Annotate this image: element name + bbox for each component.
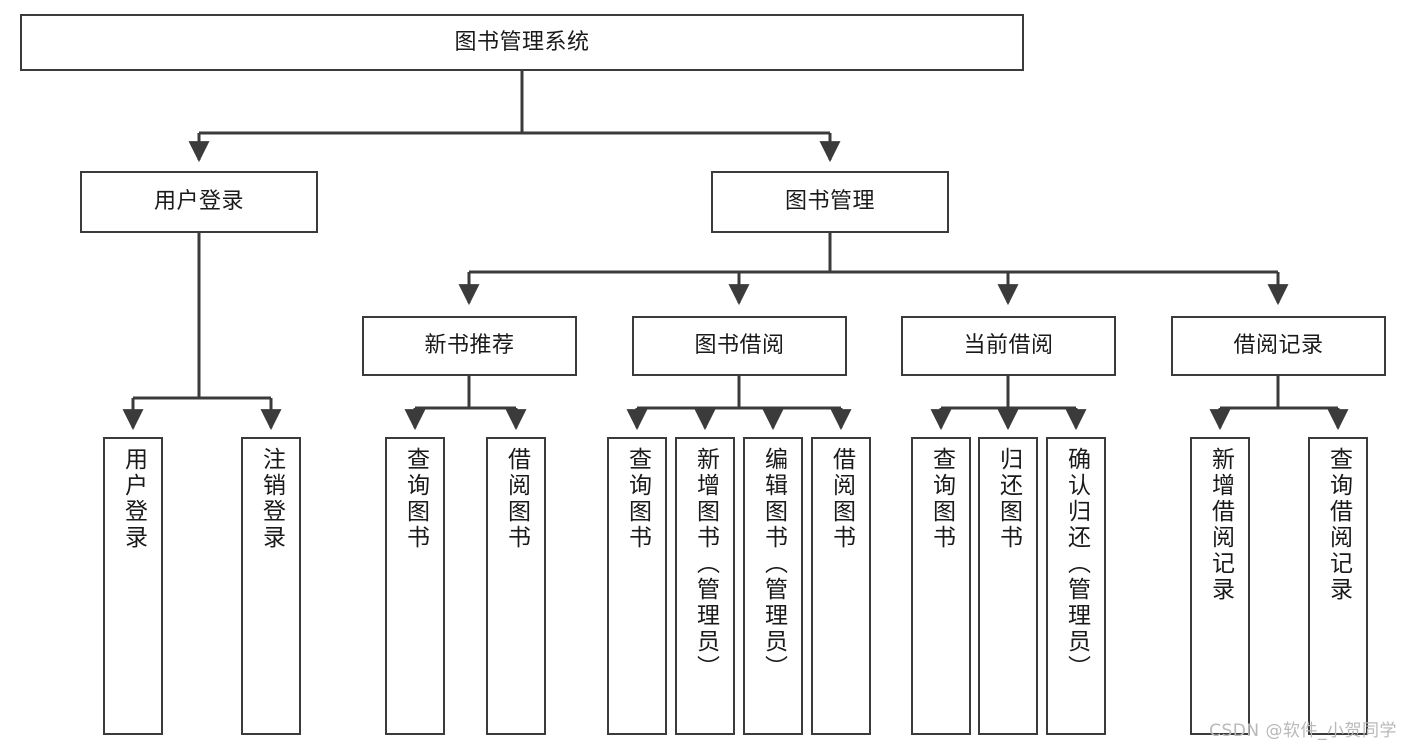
node-user-login-label: 用户登录 xyxy=(153,189,244,215)
leaf-new-book-2-label: 借阅图书 xyxy=(503,447,530,551)
leaf-book-borrow-4-label: 借阅图书 xyxy=(828,447,855,551)
node-book-management-label: 图书管理 xyxy=(784,189,875,215)
leaf-user-login-2[interactable]: 注销登录 xyxy=(241,437,301,735)
leaf-book-borrow-3-label: 编辑图书（管理员） xyxy=(760,447,787,681)
node-borrow-records[interactable]: 借阅记录 xyxy=(1171,316,1386,376)
leaf-new-book-2[interactable]: 借阅图书 xyxy=(486,437,546,735)
leaf-user-login-1[interactable]: 用户登录 xyxy=(103,437,163,735)
node-new-book-recommend[interactable]: 新书推荐 xyxy=(362,316,577,376)
leaf-book-borrow-2-label: 新增图书（管理员） xyxy=(692,447,719,681)
leaf-borrow-records-2-label: 查询借阅记录 xyxy=(1325,447,1352,603)
leaf-book-borrow-1-label: 查询图书 xyxy=(624,447,651,551)
leaf-borrow-records-2[interactable]: 查询借阅记录 xyxy=(1308,437,1368,735)
node-book-management[interactable]: 图书管理 xyxy=(711,171,949,233)
watermark-text: CSDN @软件_小贺同学 xyxy=(1209,721,1397,741)
leaf-borrow-records-1[interactable]: 新增借阅记录 xyxy=(1190,437,1250,735)
node-root[interactable]: 图书管理系统 xyxy=(20,14,1024,71)
node-root-label: 图书管理系统 xyxy=(454,29,590,55)
leaf-borrow-records-1-label: 新增借阅记录 xyxy=(1207,447,1234,603)
leaf-book-borrow-3[interactable]: 编辑图书（管理员） xyxy=(743,437,803,735)
leaf-current-borrow-1[interactable]: 查询图书 xyxy=(911,437,971,735)
leaf-book-borrow-2[interactable]: 新增图书（管理员） xyxy=(675,437,735,735)
node-book-borrow-label: 图书借阅 xyxy=(694,333,785,359)
leaf-book-borrow-4[interactable]: 借阅图书 xyxy=(811,437,871,735)
node-borrow-records-label: 借阅记录 xyxy=(1233,333,1324,359)
leaf-book-borrow-1[interactable]: 查询图书 xyxy=(607,437,667,735)
leaf-current-borrow-1-label: 查询图书 xyxy=(928,447,955,551)
leaf-new-book-1[interactable]: 查询图书 xyxy=(385,437,445,735)
node-new-book-recommend-label: 新书推荐 xyxy=(424,333,515,359)
leaf-current-borrow-2[interactable]: 归还图书 xyxy=(978,437,1038,735)
leaf-user-login-2-label: 注销登录 xyxy=(258,447,285,551)
node-user-login[interactable]: 用户登录 xyxy=(80,171,318,233)
leaf-current-borrow-3-label: 确认归还（管理员） xyxy=(1063,447,1090,681)
leaf-new-book-1-label: 查询图书 xyxy=(402,447,429,551)
node-book-borrow[interactable]: 图书借阅 xyxy=(632,316,847,376)
leaf-current-borrow-3[interactable]: 确认归还（管理员） xyxy=(1046,437,1106,735)
leaf-current-borrow-2-label: 归还图书 xyxy=(995,447,1022,551)
node-current-borrow-label: 当前借阅 xyxy=(963,333,1054,359)
leaf-user-login-1-label: 用户登录 xyxy=(120,447,147,551)
node-current-borrow[interactable]: 当前借阅 xyxy=(901,316,1116,376)
